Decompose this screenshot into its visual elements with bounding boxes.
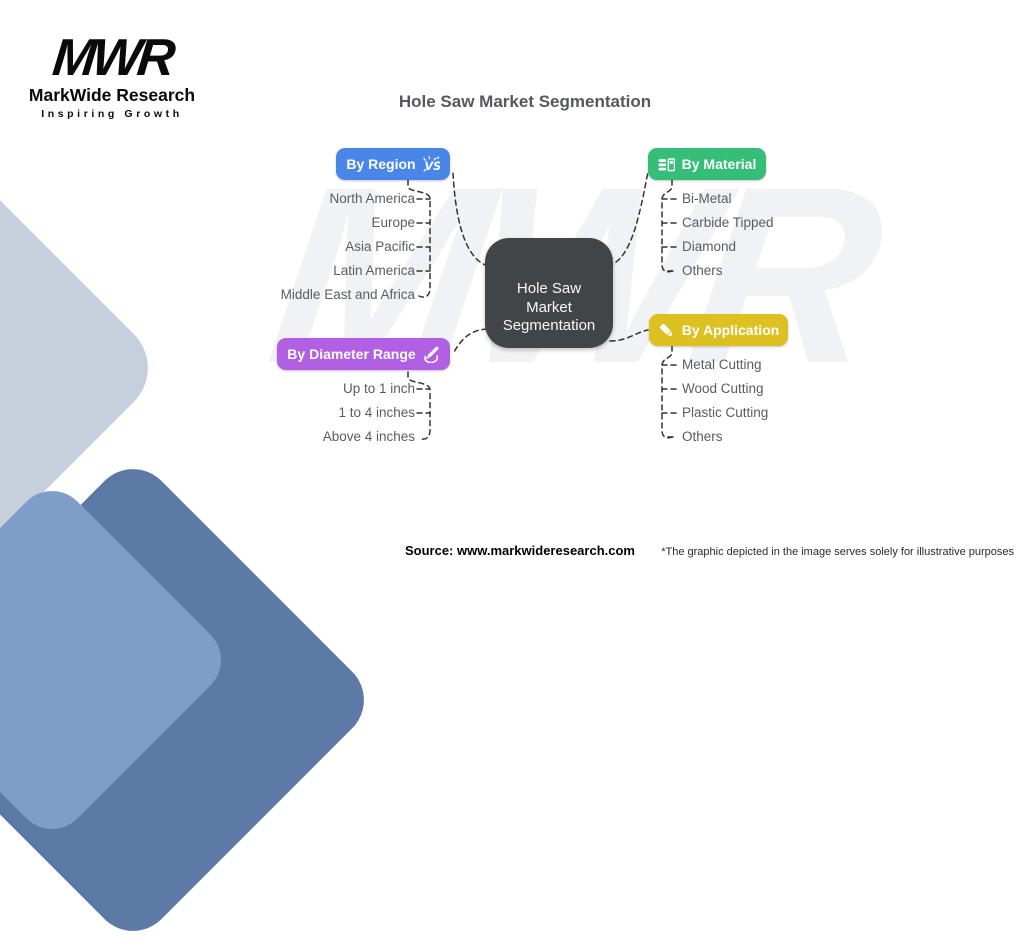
segment-item: Plastic Cutting [682,405,769,420]
branch-pill-region: By Region VS [336,148,450,180]
logo-name: MarkWide Research [28,85,196,106]
branch-pill-material: By Material [648,148,766,180]
branch-pill-application: By Application [649,314,788,346]
segment-item: Bi-Metal [682,191,732,206]
diagram-title: Hole Saw Market Segmentation [398,92,652,111]
brush-icon [423,346,439,363]
svg-text:VS: VS [424,159,440,172]
pencil-icon [659,323,672,336]
logo-tagline: Inspiring Growth [41,108,183,121]
source-note: Source: www.markwideresearch.com [404,543,635,558]
segment-item: Above 4 inches [322,429,415,444]
segment-item: North America [329,191,415,206]
center-node: Hole Saw Market Segmentation [485,238,613,348]
branch-label-material: By Material [681,156,757,172]
logo: MWR MarkWide Research Inspiring Growth [28,29,196,121]
segment-item: Others [682,429,723,444]
segment-item: Asia Pacific [345,239,415,254]
segment-item: Carbide Tipped [682,215,774,230]
branch-label-region: By Region [346,156,416,172]
branch-label-application: By Application [681,322,780,338]
table-columns-icon [658,157,675,171]
segment-item: 1 to 4 inches [338,405,415,420]
segment-item: Others [682,263,723,278]
segment-item: Diamond [682,239,737,254]
segment-item: Europe [371,215,415,230]
branch-label-diameter-range: By Diameter Range [287,346,416,362]
segment-item: Middle East and Africa [280,287,415,302]
branch-pill-diameter-range: By Diameter Range [277,338,450,370]
logo-monogram: MWR [50,29,175,87]
segment-item: Up to 1 inch [342,381,415,396]
vs-sparkle-icon: VS [422,155,440,172]
segment-item: Latin America [333,263,415,278]
center-node-label: Hole Saw Market Segmentation [502,279,596,335]
segment-item: Metal Cutting [682,357,762,372]
disclaimer-note: *The graphic depicted in the image serve… [661,546,1014,558]
segment-item: Wood Cutting [682,381,764,396]
